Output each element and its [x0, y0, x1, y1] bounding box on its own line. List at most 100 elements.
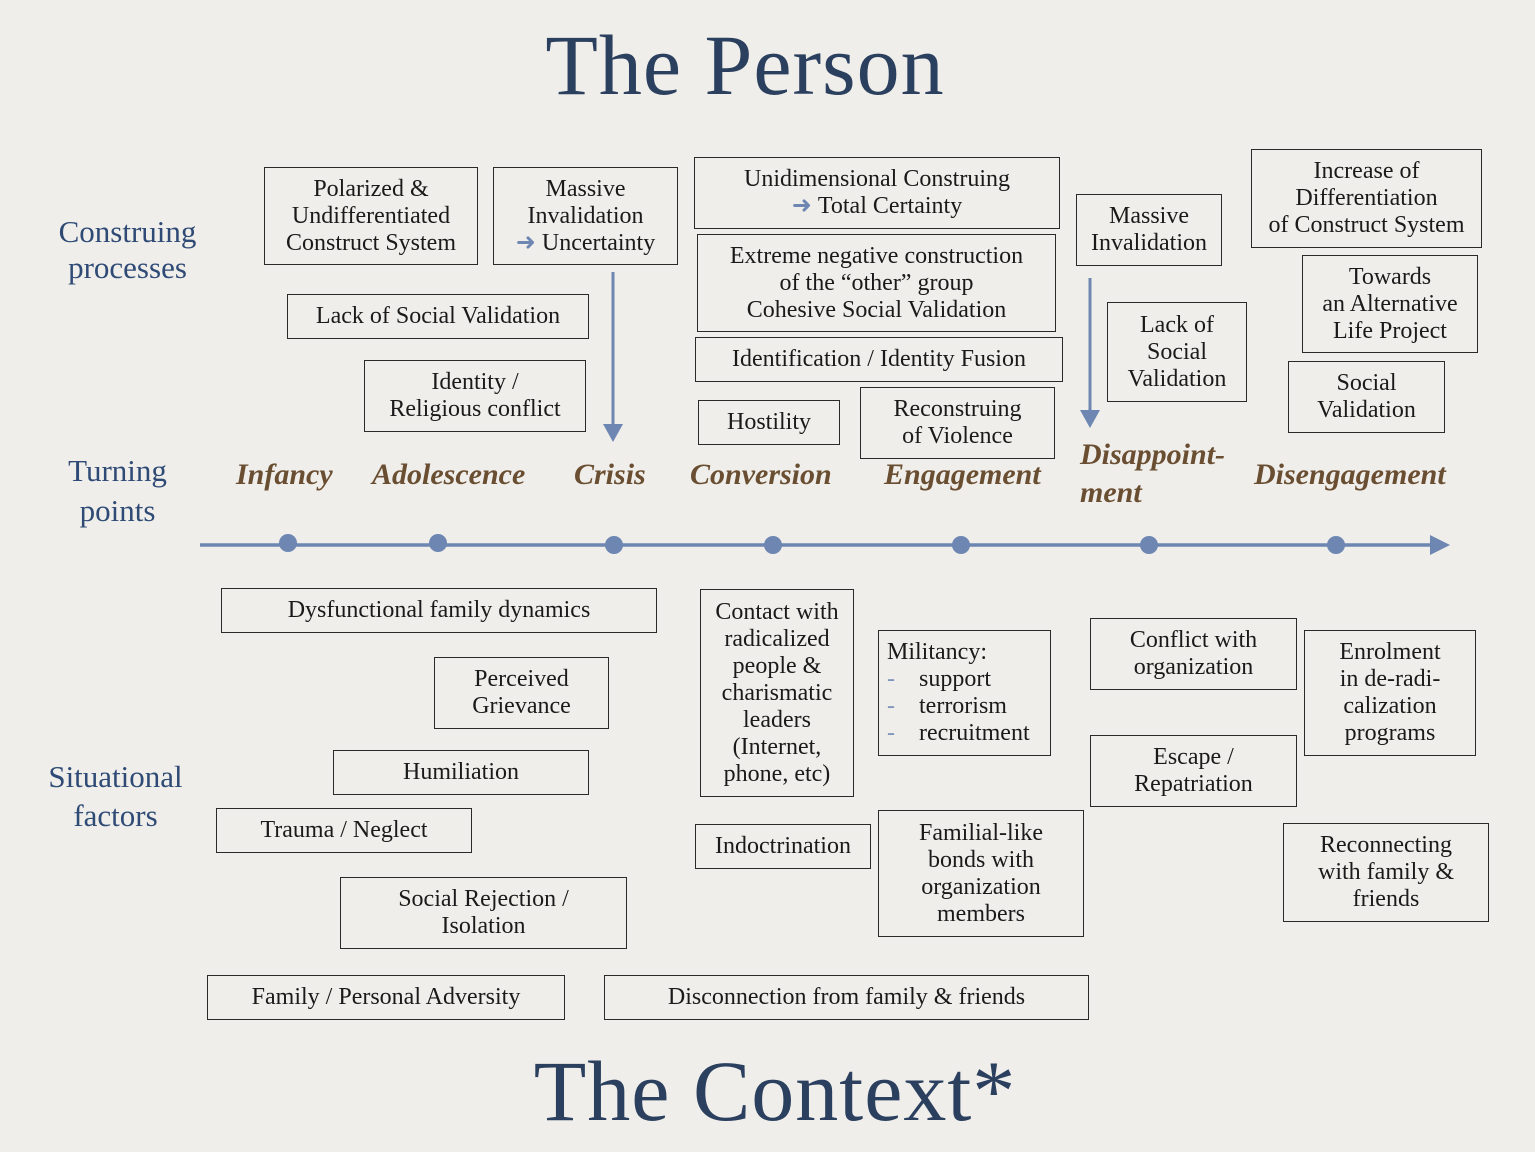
conflict-organization-box: Conflict with organization — [1090, 618, 1297, 690]
reconnecting-box: Reconnecting with family & friends — [1283, 823, 1489, 922]
box-line: Reconnecting — [1320, 832, 1452, 858]
box-line: Familial-like — [919, 819, 1043, 846]
lack-social-validation-box-2: Lack of Social Validation — [1107, 302, 1247, 402]
label-line: Situational — [48, 759, 183, 794]
situational-factors-label: Situational factors — [28, 757, 203, 835]
family-adversity-box: Family / Personal Adversity — [207, 975, 565, 1020]
box-line: (Internet, — [732, 733, 822, 760]
box-line: organization — [921, 873, 1041, 900]
identification-fusion-box: Identification / Identity Fusion — [695, 337, 1063, 382]
hostility-box: Hostility — [698, 400, 840, 445]
box-line: Polarized & — [313, 175, 429, 202]
stage-line: ment — [1080, 476, 1142, 509]
box-line: bonds with — [927, 846, 1034, 873]
label-line: Construing — [58, 214, 197, 249]
box-line: calization — [1343, 693, 1437, 719]
label-line: Turning — [68, 453, 167, 488]
timeline-dot-conversion — [764, 536, 782, 554]
disappointment-arrowhead — [1080, 410, 1100, 428]
towards-alternative-box: Towards an Alternative Life Project — [1302, 255, 1478, 353]
timeline-arrowhead — [1430, 535, 1450, 555]
box-line: Social Rejection / — [398, 886, 569, 912]
stage-infancy: Infancy — [236, 458, 333, 491]
dash-bullet-icon: - — [887, 720, 895, 746]
box-line: of Violence — [902, 423, 1013, 449]
box-line: Lack of — [1140, 311, 1214, 338]
massive-invalidation-box-2: Massive Invalidation — [1076, 194, 1222, 266]
stage-conversion: Conversion — [690, 458, 832, 491]
escape-repatriation-box: Escape / Repatriation — [1090, 735, 1297, 807]
contact-radicalized-box: Contact with radicalized people & charis… — [700, 589, 854, 797]
timeline-dot-infancy — [279, 534, 297, 552]
unidimensional-box: Unidimensional Construing ➜Total Certain… — [694, 157, 1060, 229]
box-line: Conflict with — [1129, 627, 1258, 653]
box-line: programs — [1344, 720, 1436, 746]
box-line: Enrolment — [1339, 639, 1441, 665]
lack-social-validation-box-1: Lack of Social Validation — [287, 294, 589, 339]
box-line: radicalized — [724, 625, 830, 652]
box-line: organization — [1133, 654, 1254, 680]
box-line: Militancy: — [887, 639, 987, 665]
box-line: Repatriation — [1134, 771, 1253, 797]
box-line: Contact with — [715, 598, 839, 625]
box-line: with family & — [1318, 859, 1454, 885]
polarized-construct-box: Polarized & Undifferentiated Construct S… — [264, 167, 478, 265]
identity-religious-box: Identity / Religious conflict — [364, 360, 586, 432]
massive-invalidation-box-1: Massive Invalidation ➜Uncertainty — [493, 167, 678, 265]
box-line: Escape / — [1153, 744, 1234, 770]
box-line: Cohesive Social Validation — [746, 296, 1007, 323]
box-line: leaders — [743, 706, 811, 733]
enrolment-box: Enrolment in de-radi- calization program… — [1304, 630, 1476, 756]
stage-engagement: Engagement — [884, 458, 1041, 491]
box-line: friends — [1352, 886, 1420, 912]
turning-points-label: Turning points — [30, 451, 205, 531]
stage-line: Disappoint- — [1080, 438, 1226, 471]
dash-bullet-icon: - — [887, 693, 895, 719]
box-line: Validation — [1317, 397, 1416, 423]
box-line: Undifferentiated — [291, 202, 451, 229]
construing-processes-label: Construing processes — [40, 214, 215, 286]
militancy-box: Militancy: -support -terrorism -recruitm… — [878, 630, 1051, 756]
box-line: Life Project — [1333, 317, 1447, 344]
box-line: Differentiation — [1295, 185, 1438, 211]
familial-bonds-box: Familial-like bonds with organization me… — [878, 810, 1084, 937]
humiliation-box: Humiliation — [333, 750, 589, 795]
box-line: Grievance — [472, 693, 571, 719]
box-line: of Construct System — [1268, 212, 1465, 238]
trauma-neglect-box: Trauma / Neglect — [216, 808, 472, 853]
right-arrow-icon: ➜ — [515, 229, 536, 256]
timeline-dot-disappointment — [1140, 536, 1158, 554]
box-line: Identity / — [431, 369, 519, 395]
box-line: Reconstruing — [893, 396, 1022, 422]
box-line: Social — [1147, 338, 1207, 365]
box-line: Construct System — [285, 229, 456, 256]
militancy-item: recruitment — [919, 720, 1030, 746]
social-rejection-box: Social Rejection / Isolation — [340, 877, 627, 949]
reconstruing-violence-box: Reconstruing of Violence — [860, 387, 1055, 459]
box-line: charismatic — [721, 679, 833, 706]
dash-bullet-icon: - — [887, 666, 895, 692]
timeline-dot-crisis — [605, 536, 623, 554]
right-arrow-icon: ➜ — [791, 193, 812, 219]
box-line: Perceived — [474, 666, 569, 692]
box-line: in de-radi- — [1339, 666, 1441, 692]
stage-crisis: Crisis — [574, 458, 646, 491]
box-line: Validation — [1127, 365, 1227, 392]
box-line: Extreme negative construction — [729, 242, 1024, 269]
person-title: The Person — [545, 17, 945, 113]
box-line: people & — [732, 652, 822, 679]
box-line: members — [937, 900, 1025, 927]
stage-adolescence: Adolescence — [372, 458, 526, 491]
box-line: Total Certainty — [817, 193, 963, 219]
dysfunctional-family-box: Dysfunctional family dynamics — [221, 588, 657, 633]
box-line: of the “other” group — [779, 269, 974, 296]
context-title: The Context* — [533, 1043, 1017, 1139]
box-line: Massive — [1109, 203, 1189, 229]
box-line: Increase of — [1313, 158, 1420, 184]
box-line: phone, etc) — [723, 760, 831, 787]
box-line: Unidimensional Construing — [744, 166, 1010, 192]
box-line: Social — [1336, 370, 1397, 396]
box-line: Uncertainty — [541, 229, 656, 256]
box-line: an Alternative — [1322, 290, 1458, 317]
